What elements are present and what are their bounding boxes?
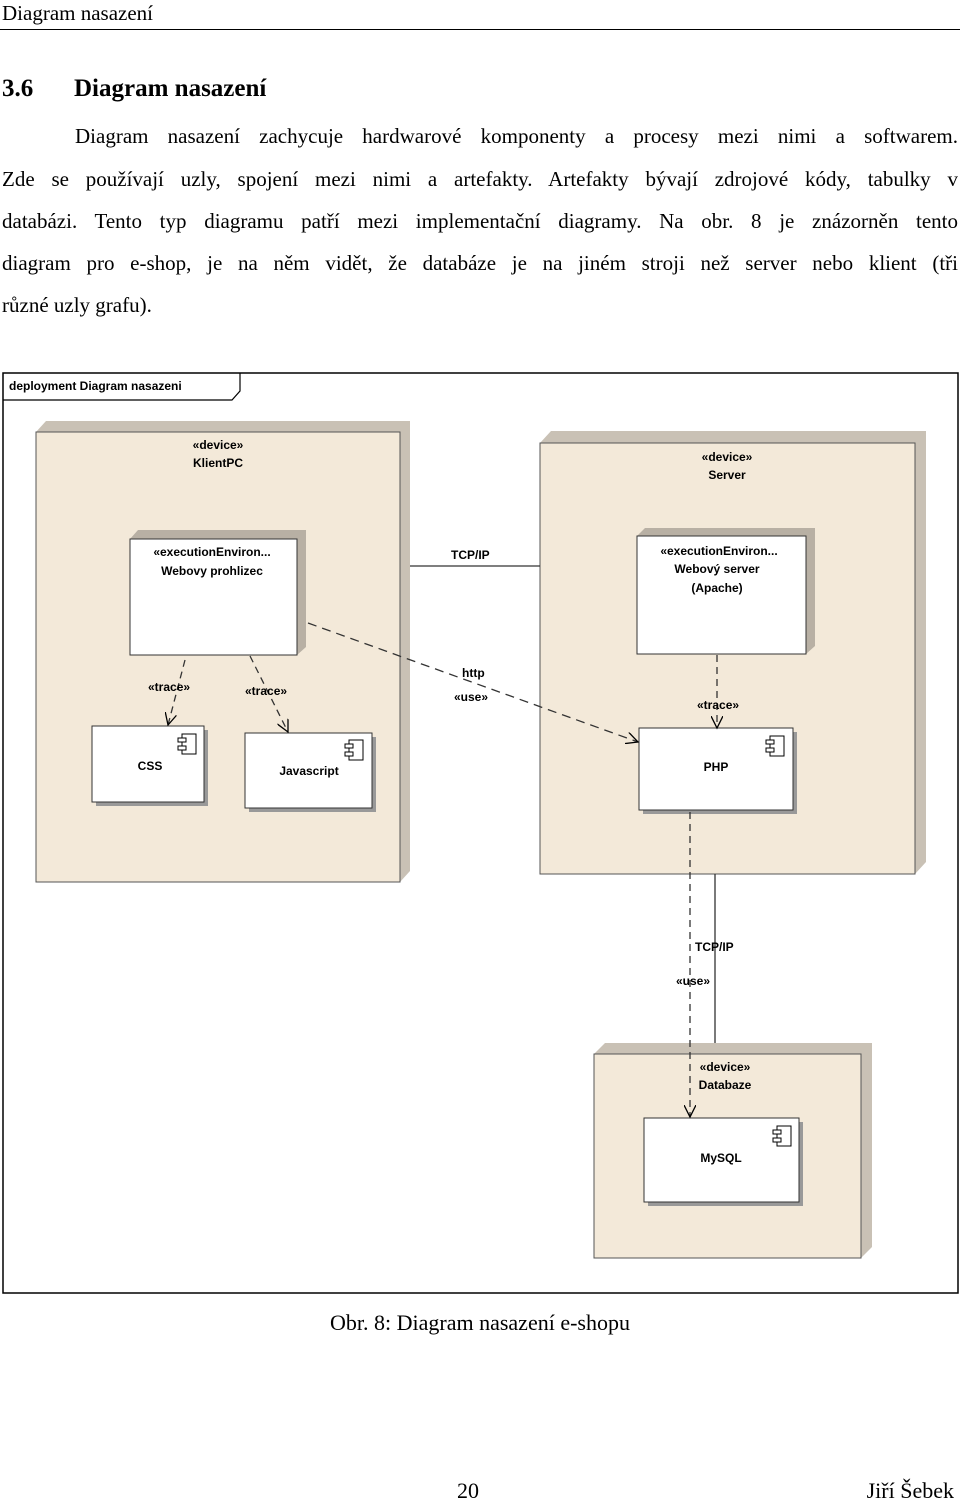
paragraph-line: diagram pro e-shop, je na něm vidět, že … <box>2 251 958 275</box>
env-web-browser: «executionEnviron... Webovy prohlizec <box>129 530 306 656</box>
env-name-line2: (Apache) <box>691 581 742 595</box>
env-name: Webovy prohlizec <box>161 564 263 578</box>
connector-tcpip-top: TCP/IP <box>410 548 540 567</box>
connector-label: «trace» <box>697 698 739 712</box>
section-title: Diagram nasazení <box>74 75 267 102</box>
connector-label: http <box>462 666 485 680</box>
section-heading: 3.6 Diagram nasazení <box>2 74 266 104</box>
frame-title: deployment Diagram nasazeni <box>9 379 182 393</box>
component-mysql: MySQL <box>643 1117 803 1206</box>
section-number: 3.6 <box>2 75 34 102</box>
component-name: PHP <box>704 760 729 774</box>
node-name: Databaze <box>699 1078 752 1092</box>
connector-label: TCP/IP <box>451 548 490 562</box>
component-icon <box>765 735 785 757</box>
component-javascript: Javascript <box>244 732 376 812</box>
connector-trace-css: «trace» <box>148 659 190 725</box>
node-name: Server <box>708 468 746 482</box>
connector-label: «trace» <box>148 680 190 694</box>
component-name: Javascript <box>279 764 338 778</box>
component-icon <box>344 739 364 761</box>
component-name: MySQL <box>700 1151 741 1165</box>
connector-use-db: «use» <box>676 812 710 1117</box>
figure-caption: Obr. 8: Diagram nasazení e-shopu <box>330 1310 630 1335</box>
deployment-diagram: deployment Diagram nasazeni «device» Kli… <box>2 372 959 1294</box>
connector-label: «use» <box>454 690 488 704</box>
connector-label: «trace» <box>245 684 287 698</box>
component-icon <box>177 733 197 755</box>
paragraph-line: Diagram nasazení zachycuje hardwarové ko… <box>75 124 958 148</box>
env-stereotype: «executionEnviron... <box>153 545 270 559</box>
paragraph-line: databázi. Tento typ diagramu patří mezi … <box>2 209 958 233</box>
component-name: CSS <box>138 759 163 773</box>
node-stereotype: «device» <box>193 438 244 452</box>
component-css: CSS <box>91 725 208 806</box>
node-stereotype: «device» <box>702 450 753 464</box>
env-stereotype: «executionEnviron... <box>660 544 777 558</box>
connector-label: «use» <box>676 974 710 988</box>
page-number: 20 <box>457 1478 479 1503</box>
env-name: Webový server <box>674 562 759 576</box>
node-name: KlientPC <box>193 456 243 470</box>
running-head: Diagram nasazení <box>2 1 154 25</box>
paragraph-line: Zde se používají uzly, spojení mezi nimi… <box>2 167 958 191</box>
component-php: PHP <box>638 727 797 814</box>
footer-author: Jiří Šebek <box>866 1478 954 1503</box>
connector-label: TCP/IP <box>695 940 734 954</box>
env-web-server: «executionEnviron... Webový server (Apac… <box>636 528 815 655</box>
paragraph-line: různé uzly grafu). <box>2 293 152 317</box>
connector-http-use: http «use» <box>307 622 638 742</box>
connector-trace-php: «trace» <box>697 655 739 728</box>
header-rule <box>0 29 960 30</box>
connector-tcpip-bottom: TCP/IP <box>695 874 734 1043</box>
connector-trace-js: «trace» <box>245 655 288 732</box>
component-icon <box>772 1125 792 1147</box>
node-stereotype: «device» <box>700 1060 751 1074</box>
